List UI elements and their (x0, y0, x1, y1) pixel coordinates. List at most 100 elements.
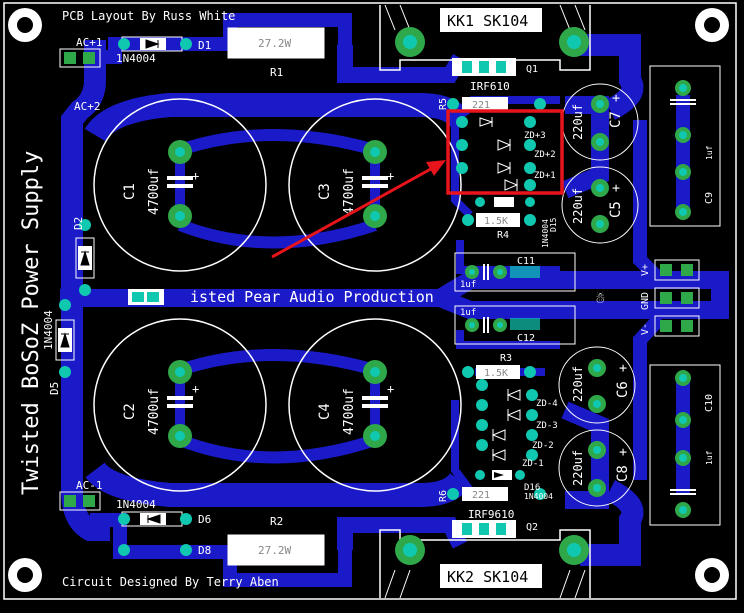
output-connector-gnd: GND (640, 287, 700, 310)
c5-plus-icon: + (609, 184, 624, 192)
r5-label: R5 (438, 98, 449, 110)
r2-label: R2 (270, 515, 283, 528)
r3-label: R3 (500, 353, 512, 364)
output-connector-vplus: V+ (640, 259, 700, 281)
c9-value: 1uf (705, 145, 714, 160)
c7-label: C7 (608, 111, 624, 128)
q1-label: Q1 (526, 64, 538, 75)
zd1-label: ZD+1 (534, 171, 556, 181)
capacitor-c1: + C1 4700uf (93, 98, 267, 272)
r3-value: 1.5K (484, 368, 508, 379)
zdm4-label: ZD-4 (536, 399, 558, 409)
c6-plus-icon: + (616, 364, 631, 372)
q1-part: IRF610 (470, 80, 510, 93)
heatsink-bottom-label: KK2 SK104 (447, 568, 528, 586)
r5-value: 221 (472, 100, 490, 111)
zdm2-label: ZD-2 (532, 441, 554, 451)
r1-value: 27.2W (258, 37, 291, 50)
diode-d5: D5 1N4004 (42, 299, 75, 395)
vplus-label: V+ (640, 264, 651, 276)
c2-label: C2 (122, 403, 138, 420)
diode-d16: D16 1N4004 (475, 470, 553, 501)
zd3-label: ZD+3 (524, 131, 546, 141)
mounting-hole (8, 558, 42, 592)
d6-part: 1N4004 (116, 498, 156, 511)
arrow-head-icon (426, 160, 446, 176)
c2-value: 4700uf (147, 388, 162, 435)
c5-label: C5 (608, 201, 624, 218)
heatsink-kk1: KK1 SK104 Q1 IRF610 (379, 4, 591, 93)
capacitor-c3: + C3 4700uf (288, 98, 462, 272)
c3-label: C3 (317, 183, 333, 200)
c11-value: 1uf (460, 280, 476, 290)
output-connector-vminus: V- (640, 315, 700, 337)
d1-part: 1N4004 (116, 52, 156, 65)
capacitor-c4: + C4 4700uf (288, 318, 462, 492)
resistor-r6: 221 R6 (438, 487, 546, 502)
c7-value: 220uf (571, 104, 585, 140)
mounting-hole (695, 8, 729, 42)
c6-label: C6 (615, 381, 631, 398)
connector-ac-top-1: AC+1 (59, 36, 103, 68)
d16-part: 1N4004 (524, 492, 553, 501)
c10-value: 1uf (705, 450, 714, 465)
c10-label: C10 (704, 394, 715, 412)
capacitor-c5: C5 + 220uf (561, 166, 639, 244)
capacitor-c6: C6 + 220uf (558, 346, 636, 424)
c6-value: 220uf (571, 366, 585, 402)
c9-label: C9 (704, 192, 715, 204)
c1-plus-icon: + (192, 169, 199, 183)
banner-text: isted Pear Audio Production (190, 288, 434, 306)
capacitor-c10: C10 1uf (649, 364, 721, 526)
c4-value: 4700uf (342, 388, 357, 435)
zdm1-label: ZD-1 (522, 459, 544, 469)
c3-value: 4700uf (342, 168, 357, 215)
bottom-credit: Circuit Designed By Terry Aben (62, 575, 279, 589)
pear-logo-icon: ☃ (596, 289, 605, 307)
arrow-line (271, 163, 439, 259)
highlight-box (446, 109, 564, 195)
d8-label: D8 (198, 544, 211, 557)
zdm3-label: ZD-3 (536, 421, 558, 431)
c8-plus-icon: + (616, 448, 631, 456)
r1-label: R1 (270, 66, 283, 79)
d16-label: D16 (524, 483, 540, 493)
mounting-hole (8, 8, 42, 42)
r6-value: 221 (472, 490, 490, 501)
capacitor-c9: C9 1uf (649, 65, 721, 227)
ac-top-1-label: AC+1 (76, 36, 103, 49)
diode-d1: D1 1N4004 (116, 36, 211, 65)
d6-label: D6 (198, 513, 211, 526)
ac-bottom-label: AC-1 (76, 479, 103, 492)
zener-stack-negative: ZD-4 ZD-3 ZD-2 ZD-1 (476, 379, 558, 469)
c7-plus-icon: + (609, 94, 624, 102)
c3-plus-icon: + (387, 169, 394, 183)
connector-ac-bottom: AC-1 (59, 479, 103, 511)
resistor-r4: 1.5K R4 (462, 213, 536, 241)
diode-d15: 1N4004 D15 (475, 197, 558, 248)
capacitor-c11: C11 1uf (454, 252, 576, 292)
mounting-holes (8, 8, 729, 592)
diode-d6: D6 1N4004 (116, 498, 211, 527)
banner: isted Pear Audio Production ☃ (128, 288, 605, 307)
resistor-r3: 1.5K R3 (462, 353, 536, 379)
c8-value: 220uf (571, 450, 585, 486)
d2-label: D2 (72, 217, 85, 230)
d5-part: 1N4004 (42, 310, 55, 350)
capacitor-c2: + C2 4700uf (93, 318, 267, 492)
heatsink-top-label: KK1 SK104 (447, 12, 528, 30)
c1-label: C1 (122, 183, 138, 200)
top-credit: PCB Layout By Russ White (62, 9, 235, 23)
c1-value: 4700uf (147, 168, 162, 215)
r6-label: R6 (438, 490, 449, 502)
c8-label: C8 (615, 465, 631, 482)
ac-top-2-label: AC+2 (74, 100, 101, 113)
r4-label: R4 (497, 230, 509, 241)
q2-label: Q2 (526, 522, 538, 533)
mounting-hole (695, 558, 729, 592)
resistor-r1: 27.2W R1 (227, 27, 325, 79)
board-title: Twisted BoSoZ Power Supply (19, 151, 44, 495)
c12-value: 1uf (460, 308, 476, 318)
resistor-r5: 221 R5 (438, 97, 546, 111)
